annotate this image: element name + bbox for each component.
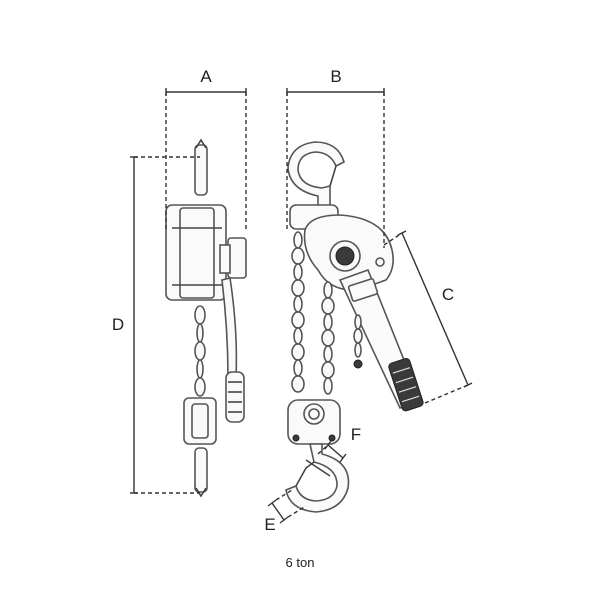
dimension-f: F xyxy=(317,425,361,463)
dimension-d-label: D xyxy=(112,315,124,334)
dimension-c: C xyxy=(383,230,473,404)
front-bottom-block xyxy=(287,399,341,445)
dimension-e: E xyxy=(264,489,307,534)
capacity-caption: 6 ton xyxy=(286,555,315,570)
front-load-chain-right xyxy=(321,281,335,395)
side-body xyxy=(165,204,247,301)
front-lever-arm xyxy=(338,268,424,412)
side-top-hook xyxy=(194,138,208,196)
side-bottom-block xyxy=(183,397,217,445)
dimension-f-label: F xyxy=(351,425,361,444)
dimension-c-label: C xyxy=(442,285,454,304)
side-bottom-hook xyxy=(194,447,208,498)
side-load-chain xyxy=(194,305,206,397)
front-load-chain-left xyxy=(291,231,305,393)
dimension-d: D xyxy=(112,156,200,494)
dimension-a: A xyxy=(165,67,247,230)
front-bottom-hook xyxy=(285,443,350,513)
side-lever xyxy=(221,277,245,423)
front-upper-housing xyxy=(289,204,394,291)
side-view-hoist xyxy=(165,138,247,498)
dimension-e-label: E xyxy=(264,515,275,534)
front-slack-chain xyxy=(353,314,363,369)
dimension-b: B xyxy=(286,67,385,248)
front-view-hoist xyxy=(285,141,424,513)
dimension-b-label: B xyxy=(330,67,341,86)
lever-grip xyxy=(388,358,424,412)
front-top-hook xyxy=(287,141,345,211)
dimension-a-label: A xyxy=(200,67,212,86)
